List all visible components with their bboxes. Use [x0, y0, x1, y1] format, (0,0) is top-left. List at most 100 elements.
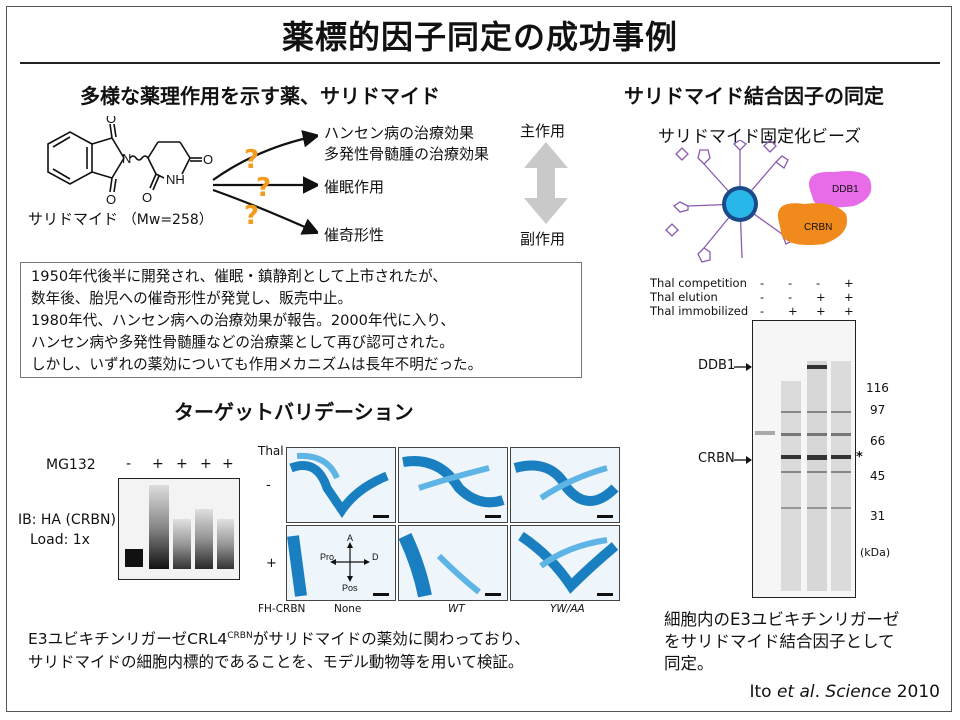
axis-proximal: Pro	[320, 552, 334, 562]
crbn-band-label: CRBN	[698, 451, 735, 466]
molecular-weight: （Mw=258）	[122, 212, 213, 228]
ref-etal: et al	[776, 682, 815, 702]
fin-panel-wt-minus	[398, 447, 508, 523]
mg132-mark-5: +	[222, 456, 234, 472]
conclusion-line-1: E3ユビキチンリガーゼCRL4CRBNがサリドマイドの薬効に関わっており、	[28, 627, 530, 649]
column-wt: WT	[448, 603, 465, 615]
mg132-label: MG132	[46, 457, 96, 473]
crbn-blob-label: CRBN	[804, 222, 832, 233]
mg132-mark-4: +	[200, 456, 212, 472]
imm-mark-3: +	[816, 304, 826, 318]
atom-nh: NH	[166, 172, 185, 187]
conclusion-post: がサリドマイドの薬効に関わっており、	[252, 630, 530, 648]
ddb1-band-label: DDB1	[698, 358, 736, 373]
fin-panel-none-plus	[286, 525, 396, 601]
thal-minus-mark: -	[266, 478, 271, 493]
atom-n: N	[122, 151, 131, 166]
history-line-5: しかし、いずれの薬効についても作用メカニズムは長年不明だった。	[31, 356, 483, 373]
comp-mark-3: -	[816, 276, 821, 290]
thal-plus-mark: +	[266, 556, 277, 571]
reference: Ito et al. Science 2010	[749, 682, 940, 702]
right-heading: サリドマイド結合因子の同定	[624, 84, 884, 108]
column-yw-aa: YW/AA	[550, 603, 585, 615]
marker-116: 116	[866, 381, 889, 395]
effect-myeloma: 多発性骨髄腫の治療効果	[324, 145, 490, 163]
atom-o-lower: O	[142, 190, 152, 205]
ref-author: Ito	[749, 682, 772, 702]
marker-66: 66	[870, 434, 886, 448]
main-effect-label: 主作用	[520, 122, 566, 140]
ref-journal: Science	[825, 682, 892, 702]
fin-panel-wt-plus	[398, 525, 508, 601]
ddb1-blob-label: DDB1	[832, 184, 859, 195]
beads-label: サリドマイド固定化ビーズ	[658, 127, 862, 147]
conclusion-line-2: サリドマイドの細胞内標的であることを、モデル動物等を用いて検証。	[28, 653, 524, 671]
slide-frame	[6, 6, 952, 712]
conclusion-pre: E3ユビキチンリガーゼCRL4	[28, 630, 228, 648]
left-heading: 多様な薬理作用を示す薬、サリドマイド	[80, 84, 440, 108]
atom-o-top: O	[106, 116, 116, 126]
mg132-mark-3: +	[176, 456, 188, 472]
axis-anterior: A	[347, 534, 353, 543]
result-line-1: 細胞内のE3ユビキチンリガーゼ	[664, 610, 900, 629]
question-mark-3: ?	[244, 201, 259, 231]
axis-distal: D	[372, 552, 379, 562]
question-mark-2: ?	[256, 173, 271, 203]
result-line-3: 同定。	[664, 654, 714, 673]
comp-mark-4: +	[844, 276, 854, 290]
marker-45: 45	[870, 469, 886, 483]
axis-posterior: Pos	[342, 583, 358, 592]
conclusion-sup: CRBN	[227, 630, 253, 641]
fh-crbn-label: FH-CRBN	[258, 603, 306, 615]
marker-97: 97	[870, 403, 886, 417]
mg132-mark-1: -	[126, 456, 132, 472]
history-line-1: 1950年代後半に開発され、催眠・鎮静剤として上市されたが、	[31, 268, 447, 285]
axis-compass: A Pos Pro D	[320, 534, 379, 592]
effect-teratogenic: 催奇形性	[324, 226, 385, 244]
history-line-2: 数年後、胎児への催奇形性が発覚し、販売中止。	[31, 290, 353, 307]
comp-mark-2: -	[788, 276, 793, 290]
elu-mark-1: -	[760, 290, 765, 304]
fin-panel-yw-plus	[510, 525, 620, 601]
effect-hansen: ハンセン病の治療効果	[324, 124, 475, 142]
elu-mark-2: -	[788, 290, 793, 304]
thalidomide-structure: O O N O O NH	[47, 116, 213, 207]
question-mark-1: ?	[244, 145, 259, 175]
effect-hypnotic: 催眠作用	[324, 178, 385, 196]
pulldown-gel-image	[752, 320, 856, 598]
beads-diagram: DDB1 CRBN	[665, 140, 872, 263]
comp-mark-1: -	[760, 276, 765, 290]
drug-name: サリドマイド	[28, 210, 119, 228]
result-line-2: をサリドマイド結合因子として	[664, 632, 895, 651]
imm-mark-1: -	[760, 304, 765, 318]
history-line-4: ハンセン病や多発性骨髄腫などの治療薬として再び認可された。	[31, 334, 454, 351]
load-label: Load: 1x	[30, 532, 90, 548]
history-line-3: 1980年代、ハンセン病への治療効果が報告。2000年代に入り、	[31, 312, 455, 329]
nonspecific-star: *	[856, 450, 863, 465]
validation-heading: ターゲットバリデーション	[174, 400, 414, 424]
column-none: None	[334, 603, 362, 615]
mg132-mark-2: +	[152, 456, 164, 472]
slide-title: 薬標的因子同定の成功事例	[281, 18, 678, 56]
atom-o-right: O	[203, 152, 213, 167]
thal-label: Thal	[258, 444, 284, 458]
crbn-arrow-icon	[734, 456, 752, 464]
title-divider	[20, 62, 940, 64]
ib-label: IB: HA (CRBN)	[18, 512, 116, 528]
imm-mark-2: +	[788, 304, 798, 318]
ddb1-arrow-icon	[734, 363, 752, 371]
side-effect-label: 副作用	[520, 230, 566, 248]
thalidomide-name: サリドマイド （Mw=258）	[28, 208, 213, 229]
double-arrow-icon	[524, 142, 568, 224]
elu-mark-4: +	[844, 290, 854, 304]
row-competition: Thal competition	[650, 276, 747, 290]
atom-o-bottom: O	[106, 192, 116, 207]
effect-arrows: ? ? ?	[212, 130, 318, 235]
ref-year: 2010	[896, 682, 940, 702]
kda-unit: (kDa)	[860, 546, 891, 559]
western-blot-image	[118, 478, 240, 580]
row-elution: Thal elution	[650, 290, 718, 304]
imm-mark-4: +	[844, 304, 854, 318]
history-box: 1950年代後半に開発され、催眠・鎮静剤として上市されたが、 数年後、胎児への催…	[20, 262, 582, 378]
elu-mark-3: +	[816, 290, 826, 304]
